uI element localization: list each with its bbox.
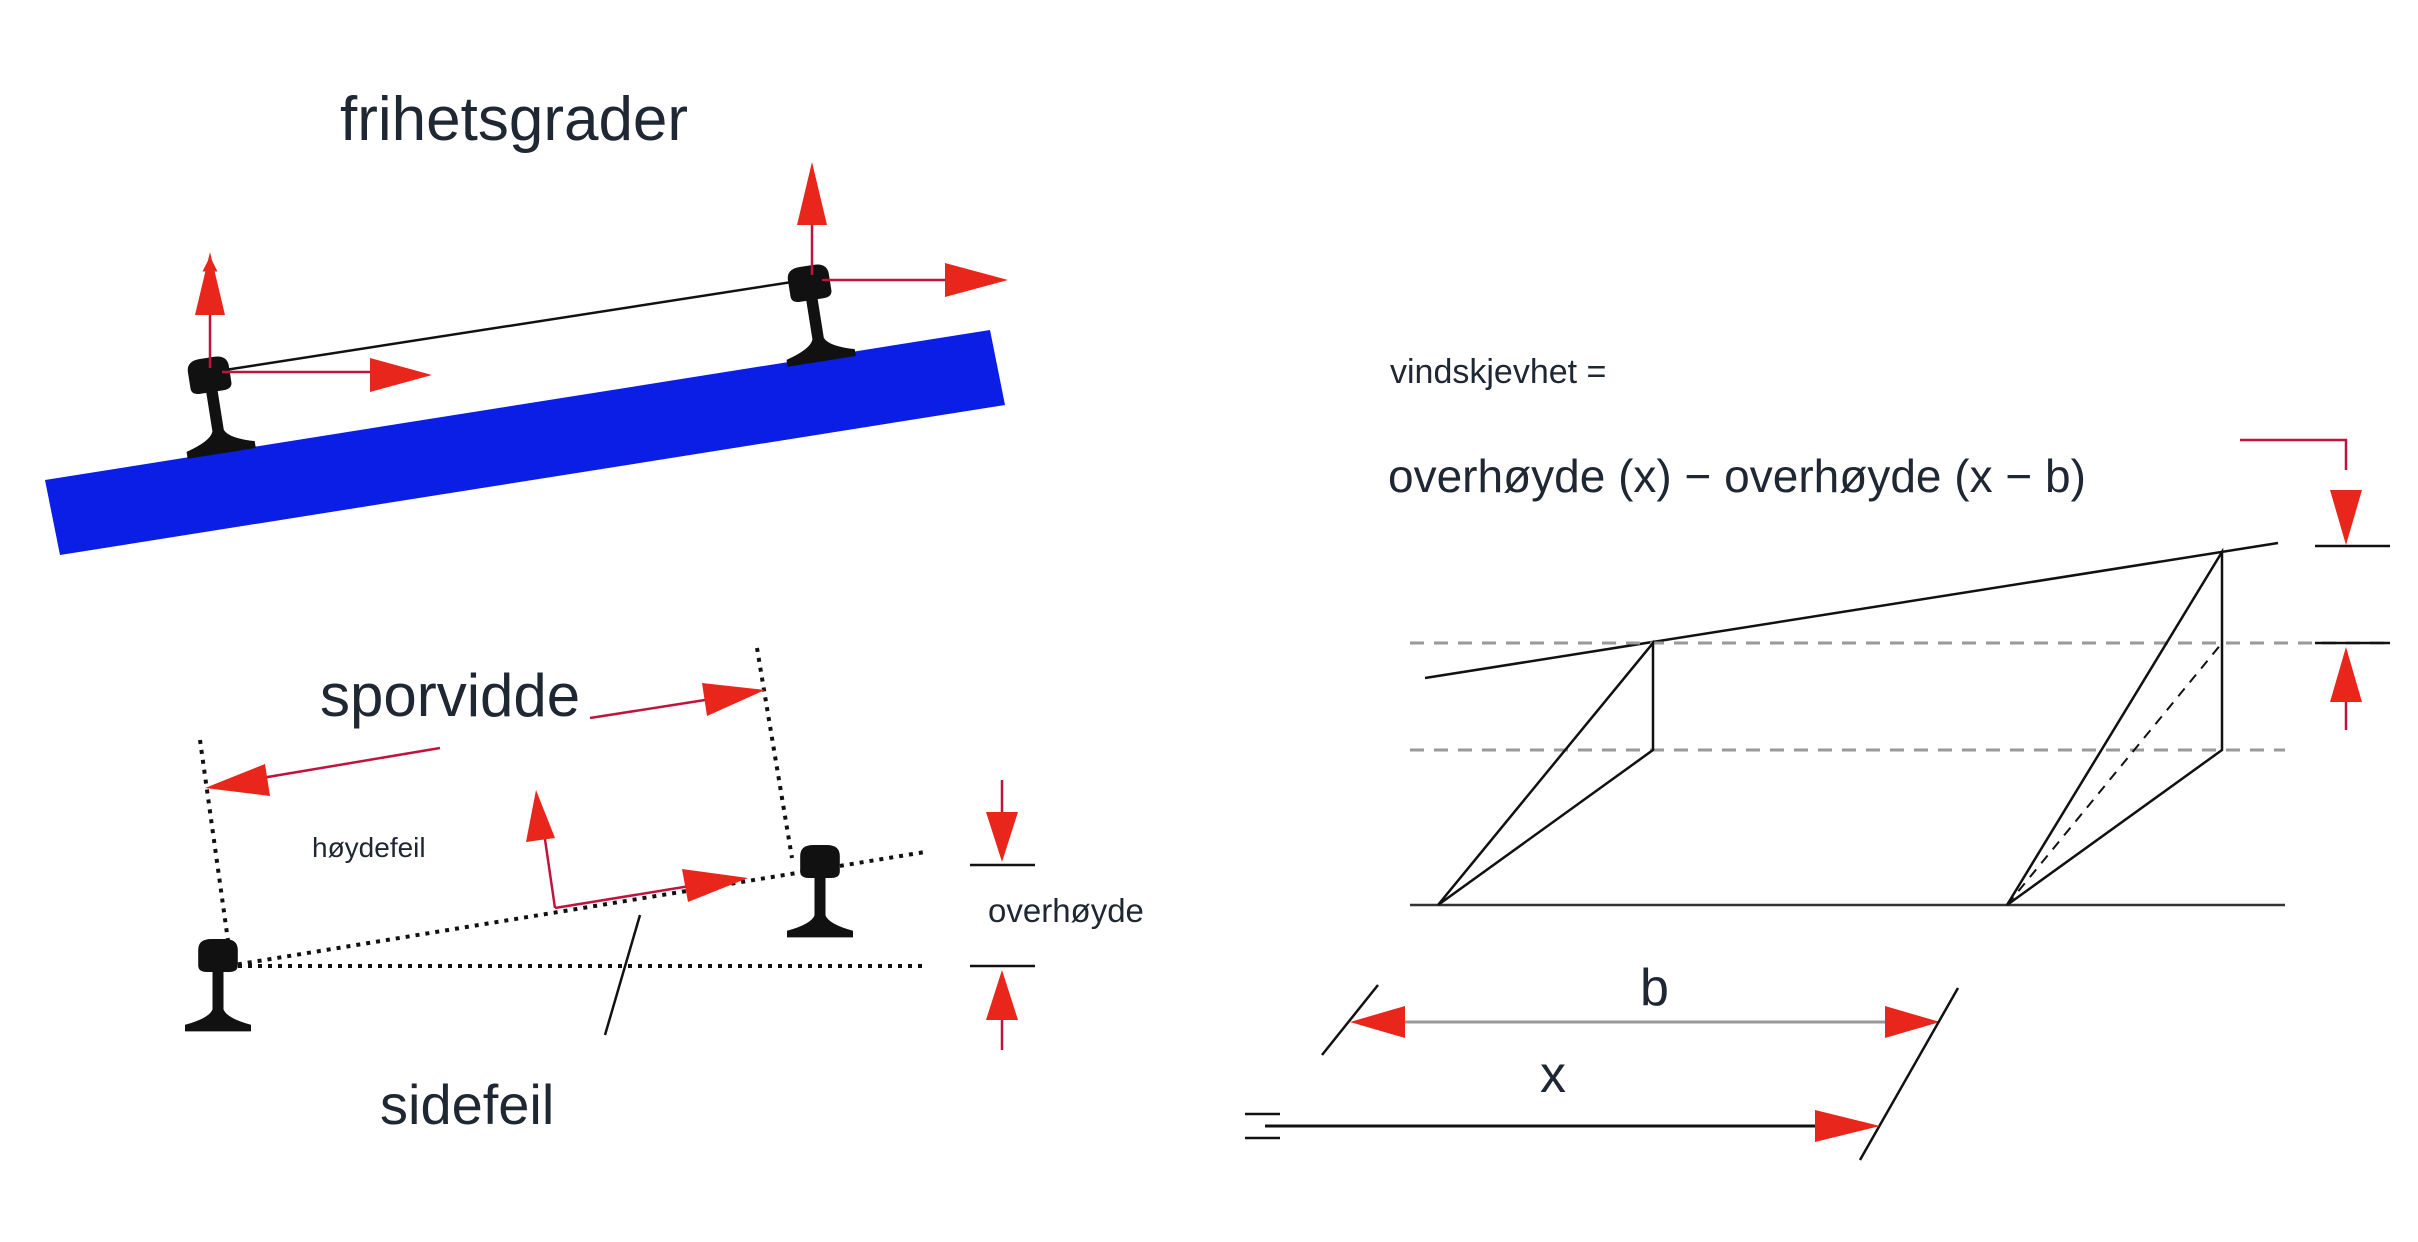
gauge-arrowhead-right [702, 683, 765, 716]
gauge-line [211, 278, 806, 374]
formula-text: overhøyde (x) − overhøyde (x − b) [1388, 450, 2086, 502]
b-extension-right [1858, 987, 1960, 1161]
label-hoydefeil: høydefeil [312, 832, 426, 863]
vertical-dof-arrowhead-left [195, 252, 225, 315]
label-overhoyde: overhøyde [988, 892, 1144, 929]
twisted-top-line [1424, 541, 2279, 680]
label-b: b [1640, 959, 1669, 1017]
sidefeil-pointer-line [603, 914, 642, 1036]
gauge-arrow-left-shaft [249, 746, 441, 782]
gauge-arrow-right-shaft [589, 698, 706, 720]
b-arrowhead-left [1350, 1006, 1405, 1038]
label-sporvidde: sporvidde [320, 662, 580, 729]
b-extension-left [1321, 984, 1379, 1056]
cant-arrowhead-top [986, 812, 1018, 862]
twist-arrowhead-bottom [2330, 647, 2362, 702]
lateral-dof-arrowhead-left [370, 358, 432, 392]
right-cross-section-dashed [2006, 642, 2223, 906]
twist-arrowhead-top [2330, 490, 2362, 545]
dotted-gauge-left [198, 739, 232, 956]
lateral-dof-arrowhead-right [945, 263, 1008, 297]
lateral-error-arrow-shaft [554, 884, 691, 910]
title-frihetsgrader: frihetsgrader [340, 85, 688, 154]
dotted-gauge-right [755, 647, 794, 859]
x-arrowhead-right [1815, 1110, 1880, 1142]
gauge-cant-panel: sporvidde høydefeil overhøyde sidefeil [185, 647, 1144, 1136]
b-arrowhead-right [1885, 1006, 1940, 1038]
right-cross-section [2005, 547, 2224, 907]
height-error-arrowhead [526, 790, 555, 842]
twist-panel: vindskjevhet = overhøyde (x) − overhøyde… [1245, 353, 2390, 1161]
vertical-dof-arrowhead-right [797, 162, 827, 225]
rail-low-icon [185, 939, 251, 1032]
left-cross-section [1437, 639, 1655, 907]
rail-high-icon [787, 845, 853, 938]
label-vindskjevhet: vindskjevhet = [1390, 353, 1606, 391]
label-sidefeil: sidefeil [380, 1073, 554, 1136]
rail-left-icon [172, 352, 256, 459]
rail-right-icon [772, 260, 856, 367]
lateral-error-arrowhead [682, 869, 748, 902]
degrees-of-freedom-panel: frihetsgrader [45, 85, 1008, 555]
gauge-arrowhead-left [205, 764, 270, 796]
sleeper-block [45, 330, 1005, 555]
dotted-cant-line [227, 850, 926, 968]
cant-arrowhead-bottom [986, 970, 1018, 1020]
label-x: x [1540, 1046, 1566, 1104]
twist-leader-line [2240, 438, 2348, 470]
